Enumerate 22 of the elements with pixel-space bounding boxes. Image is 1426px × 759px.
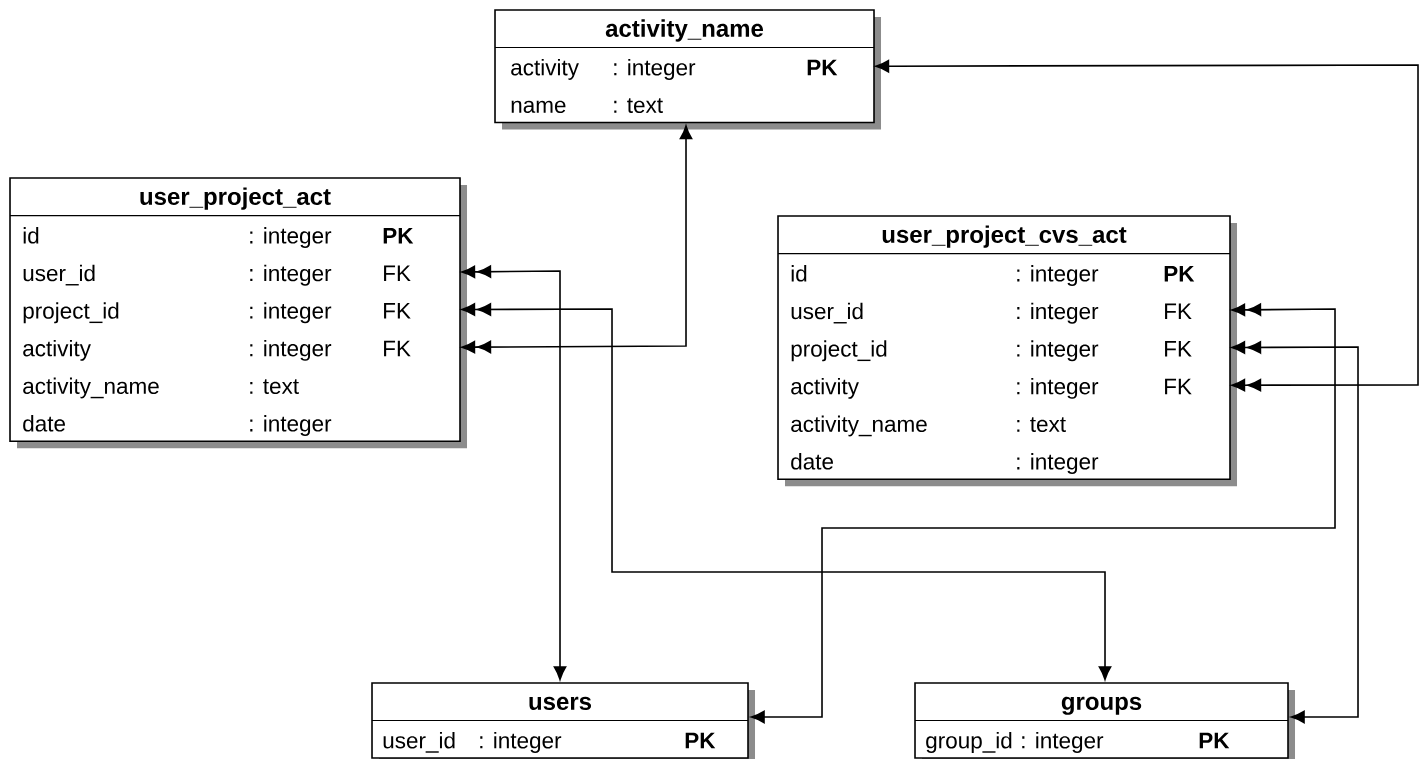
table-row: activity : integer PK: [511, 58, 838, 80]
table-row: user_id : integer FK: [23, 264, 411, 286]
table-row: id : integer PK: [791, 265, 1195, 287]
table-row: activity_name : text: [791, 415, 1066, 437]
table-row: user_id : integer FK: [791, 302, 1192, 324]
table-row: activity_name : text: [23, 377, 299, 399]
table-row: date : integer: [23, 415, 332, 437]
arrow: [1231, 341, 1359, 724]
table-row: activity : integer FK: [23, 339, 411, 361]
table-row: id : integer PK: [23, 227, 414, 249]
table-row: group_id : integer PK: [926, 731, 1230, 753]
arrow: [461, 303, 1112, 681]
table-row: project_id : integer FK: [791, 340, 1192, 362]
table-row: user_id : integer PK: [383, 731, 716, 753]
table-row: date : integer: [791, 453, 1099, 475]
arrow: [461, 265, 567, 681]
table-row: activity : integer FK: [791, 377, 1192, 399]
arrow: [875, 59, 1419, 392]
table-row: project_id : integer FK: [23, 302, 411, 324]
arrow: [461, 125, 693, 354]
arrow: [750, 303, 1336, 724]
table-row: name : text: [511, 98, 663, 113]
